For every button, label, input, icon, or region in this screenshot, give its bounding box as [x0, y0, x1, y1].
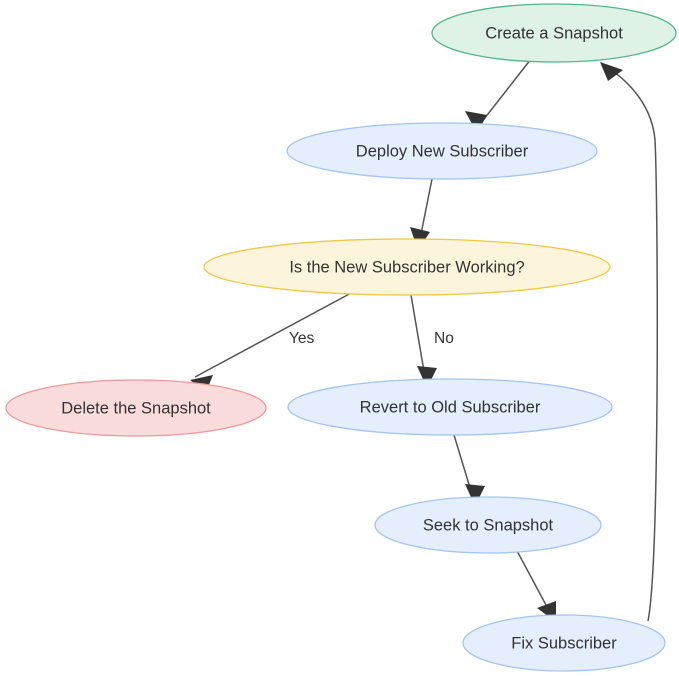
edge-line	[604, 65, 659, 622]
node-shape-ellipse[interactable]	[462, 614, 666, 672]
node-shape-ellipse[interactable]	[287, 378, 613, 436]
node-seek-to-snapshot[interactable]: Seek to Snapshot	[374, 496, 602, 554]
arrowhead-icon	[600, 62, 623, 81]
node-shape-ellipse[interactable]	[374, 496, 602, 554]
node-shape-ellipse[interactable]	[5, 379, 267, 437]
edge-create-to-deploy	[465, 58, 532, 133]
node-revert-to-old-subscriber[interactable]: Revert to Old Subscriber	[287, 378, 613, 436]
node-deploy-new-subscriber[interactable]: Deploy New Subscriber	[286, 122, 598, 180]
edge-fix-to-create	[600, 62, 659, 622]
edge-decision-to-revert: No	[410, 294, 454, 388]
node-shape-ellipse[interactable]	[286, 122, 598, 180]
edge-decision-to-delete: Yes	[190, 291, 354, 392]
arrowhead-icon	[417, 366, 437, 388]
node-shape-ellipse[interactable]	[431, 3, 677, 63]
arrowhead-icon	[465, 111, 487, 133]
edge-seek-to-fix	[515, 548, 556, 622]
edge-label-no: No	[434, 330, 454, 347]
nodes-layer: Create a Snapshot Deploy New Subscriber …	[5, 3, 677, 672]
arrowhead-icon	[465, 484, 485, 506]
node-shape-ellipse[interactable]	[203, 238, 611, 296]
edge-line	[194, 291, 354, 378]
node-create-snapshot[interactable]: Create a Snapshot	[431, 3, 677, 63]
node-delete-the-snapshot[interactable]: Delete the Snapshot	[5, 379, 267, 437]
node-fix-subscriber[interactable]: Fix Subscriber	[462, 614, 666, 672]
node-is-new-subscriber-working[interactable]: Is the New Subscriber Working?	[203, 238, 611, 296]
edge-label-yes: Yes	[289, 330, 315, 347]
edge-revert-to-seek	[453, 434, 485, 506]
